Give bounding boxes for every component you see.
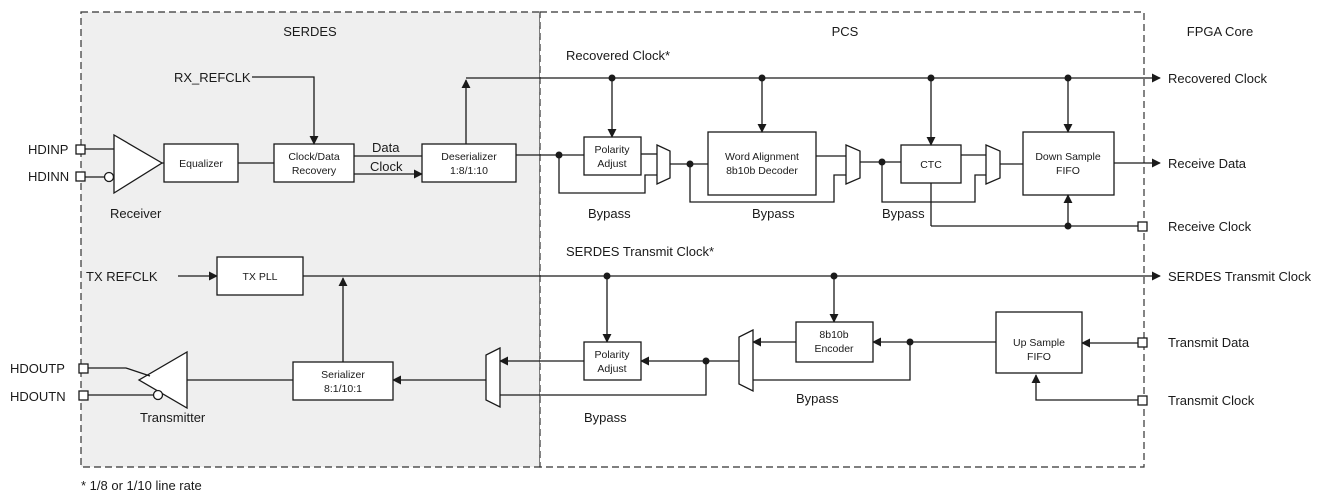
down-sample-fifo-block (1022, 131, 1115, 196)
fpga-core-section-title: FPGA Core (1187, 24, 1253, 39)
tx-pll-block (216, 256, 304, 296)
equalizer-block (163, 143, 239, 183)
tx-pll-label: TX PLL (242, 271, 277, 283)
rx-bypass1-label: Bypass (588, 206, 631, 221)
transmit-data-port (1137, 337, 1148, 348)
word-alignment-label-line1: Word Alignment (725, 151, 799, 163)
receive-clock-junction (1064, 222, 1072, 230)
ctc-block (900, 144, 962, 184)
serdes-tx-clock-star-label: SERDES Transmit Clock* (566, 244, 714, 259)
word-alignment-label-line2: 8b10b Decoder (726, 165, 798, 177)
hdoutp-label: HDOUTP (10, 361, 65, 376)
serializer-block (292, 361, 394, 401)
rx-bypass2-label: Bypass (752, 206, 795, 221)
serdes-section-title: SERDES (283, 24, 337, 39)
ctc-clock-junction (927, 74, 935, 82)
rx-polarity-adjust-block (583, 136, 642, 176)
up-sample-label-line2: FIFO (1027, 351, 1051, 363)
rx-refclk-label: RX_REFCLK (174, 70, 251, 85)
down-sample-label-line1: Down Sample (1035, 151, 1101, 163)
receive-clock-port (1137, 221, 1148, 232)
encoder-label-line2: Encoder (814, 343, 854, 355)
serializer-label-line2: 8:1/10:1 (324, 383, 362, 395)
rx-mux-2 (845, 144, 861, 185)
tx-bypass-polarity-label: Bypass (584, 410, 627, 425)
hdoutp-port (78, 363, 89, 374)
pcs-section-title: PCS (832, 24, 859, 39)
serdes-tx-clock-output-label: SERDES Transmit Clock (1168, 269, 1312, 284)
rx-bypass1-wire (558, 155, 657, 194)
rx-mux-1 (656, 143, 671, 186)
tx-bypass-encoder-wire (753, 342, 911, 381)
hdoutn-inverting-bubble (152, 389, 164, 401)
serializer-label-line1: Serializer (321, 369, 365, 381)
hdinp-label: HDINP (28, 142, 68, 157)
recovered-clock-star-label: Recovered Clock* (566, 48, 670, 63)
pcs-region (539, 11, 1145, 468)
rx-mux-3 (985, 144, 1001, 185)
footnote: * 1/8 or 1/10 line rate (81, 478, 202, 493)
tx-polarity-label-line2: Adjust (597, 363, 626, 375)
rx-bypass3-wire (881, 162, 986, 203)
cdr-label-line2: Recovery (292, 165, 337, 177)
tx-bypass-encoder-label: Bypass (796, 391, 839, 406)
receive-clock-output-label: Receive Clock (1168, 219, 1252, 234)
deserializer-block (421, 143, 517, 183)
hdinn-inverting-bubble (103, 171, 115, 183)
rx-polarity-label-line1: Polarity (594, 144, 630, 156)
down-sample-clock-junction (1064, 74, 1072, 82)
hdoutn-label: HDOUTN (10, 389, 66, 404)
hdinn-port (75, 171, 86, 182)
tx-mux-1 (485, 346, 501, 409)
receiver-label: Receiver (110, 206, 162, 221)
transmit-clock-wire (1031, 374, 1138, 401)
receive-data-output-label: Receive Data (1168, 156, 1247, 171)
tx-polarity-adjust-block (583, 341, 642, 381)
rx-bypass3-label: Bypass (882, 206, 925, 221)
word-alignment-decoder-block (707, 131, 817, 196)
up-sample-fifo-block (995, 311, 1083, 374)
deserializer-label-line2: 1:8/1:10 (450, 165, 488, 177)
tx-bypass-polarity-wire (500, 361, 707, 396)
rx-bypass2-wire (689, 164, 846, 203)
encoder-label-line1: 8b10b (819, 329, 848, 341)
cdr-label-line1: Clock/Data (288, 151, 340, 163)
receiver-amplifier (113, 133, 164, 195)
cdr-block (273, 143, 355, 183)
tx-mux-2 (738, 328, 754, 393)
encoder-clock-junction (830, 272, 838, 280)
tx-polarity-label-line1: Polarity (594, 349, 630, 361)
ctc-label: CTC (920, 159, 942, 171)
tx-polarity-clock-junction (603, 272, 611, 280)
clock-label: Clock (370, 159, 403, 174)
transmit-data-input-label: Transmit Data (1168, 335, 1250, 350)
rx-refclk-wire (252, 76, 319, 145)
down-sample-label-line2: FIFO (1056, 165, 1080, 177)
hdinn-label: HDINN (28, 169, 69, 184)
rx-polarity-clock-junction (608, 74, 616, 82)
rx-polarity-label-line2: Adjust (597, 158, 626, 170)
tx-refclk-label: TX REFCLK (86, 269, 158, 284)
transmit-clock-input-label: Transmit Clock (1168, 393, 1255, 408)
hdinp-port (75, 144, 86, 155)
hdoutp-wire (88, 367, 151, 377)
recovered-clock-output-label: Recovered Clock (1168, 71, 1267, 86)
transmit-clock-port (1137, 395, 1148, 406)
transmitter-label: Transmitter (140, 410, 206, 425)
up-sample-label-line1: Up Sample (1013, 337, 1065, 349)
hdoutn-port (78, 390, 89, 401)
word-align-clock-junction (758, 74, 766, 82)
8b10b-encoder-block (795, 321, 874, 363)
deserializer-label-line1: Deserializer (441, 151, 497, 163)
data-label: Data (372, 140, 400, 155)
equalizer-label: Equalizer (179, 158, 223, 170)
